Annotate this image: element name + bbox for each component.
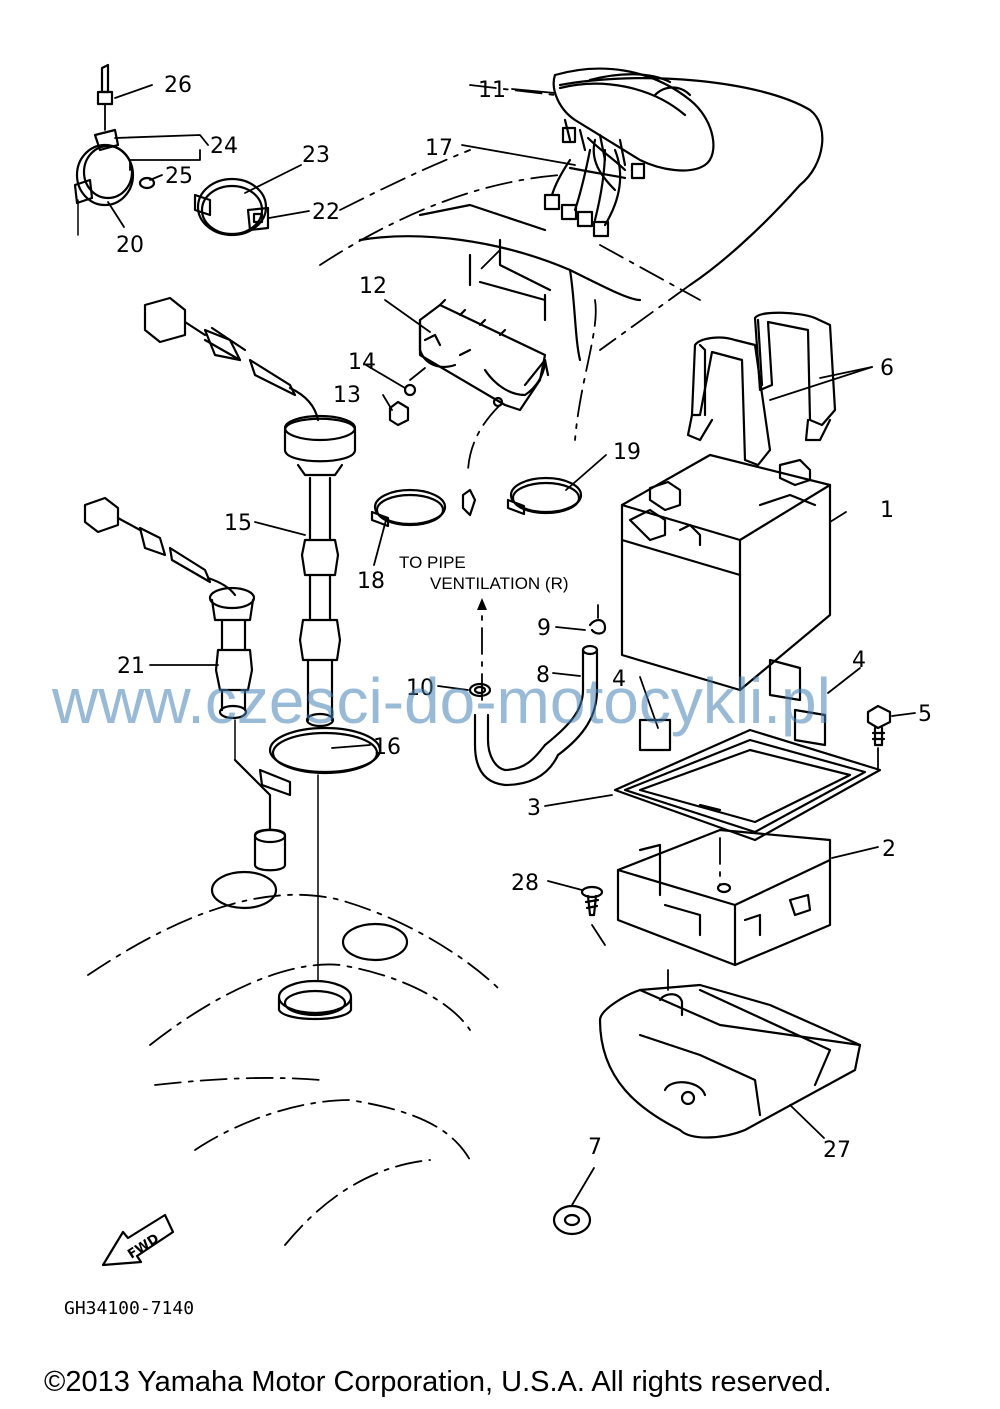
copyright-notice: ©2013 Yamaha Motor Corporation, U.S.A. A…: [44, 1366, 832, 1398]
callout-19: 19: [613, 440, 641, 465]
vent-note-line2: VENTILATION (R): [430, 574, 569, 593]
part-6-straps: [686, 311, 837, 467]
vent-guide-lines: [461, 404, 501, 517]
callout-8: 8: [536, 663, 550, 688]
hull-outline: [319, 73, 824, 441]
callout-17: 17: [425, 136, 453, 161]
callout-14: 14: [348, 350, 376, 375]
part-28-screw: [580, 885, 606, 946]
part-9-clip: [588, 604, 607, 635]
part-22-23-clamp: [193, 177, 270, 237]
callout-13: 13: [333, 383, 361, 408]
part-10-clamp: [468, 682, 492, 698]
callout-25: 25: [165, 164, 193, 189]
vent-note-line1: TO PIPE: [399, 553, 466, 572]
callout-22: 22: [312, 200, 340, 225]
part-5-bolt: [866, 704, 892, 769]
part-2-battery-box: [616, 828, 832, 967]
callout-5: 5: [918, 702, 932, 727]
callout-23: 23: [302, 143, 330, 168]
part-12-holder: [418, 298, 550, 412]
leader-lines: [107, 84, 916, 1206]
part-1-battery: [620, 453, 832, 692]
part-3-gasket: [613, 728, 882, 842]
callout-21: 21: [117, 654, 145, 679]
callout-28: 28: [511, 871, 539, 896]
callout-16: 16: [373, 735, 401, 760]
part-15-lead: [143, 296, 357, 728]
callout-24: 24: [210, 134, 238, 159]
part-16-clamp: [258, 726, 382, 981]
part-27-bracket: [598, 969, 862, 1139]
callout-3: 3: [527, 796, 541, 821]
part-21-sender: [83, 496, 272, 832]
part-18-clamp: [370, 488, 447, 528]
fwd-arrow-icon: [101, 1213, 175, 1267]
callout-7: 7: [588, 1135, 602, 1160]
callout-2: 2: [882, 837, 896, 862]
drawing-code: GH34100-7140: [64, 1298, 195, 1319]
callout-15: 15: [224, 511, 252, 536]
vent-note: TO PIPE VENTILATION (R): [399, 553, 569, 593]
part-20-24-25-26-clamp-set: [73, 63, 156, 236]
callout-10: 10: [406, 676, 434, 701]
callout-18: 18: [357, 569, 385, 594]
part-13-14-fasteners: [388, 367, 426, 427]
watermark-url: www.czesci-do-motocykli.pl: [52, 665, 831, 737]
callout-27: 27: [823, 1138, 851, 1163]
part-19-clamp: [506, 476, 583, 516]
callout-4b: 4: [852, 648, 866, 673]
callout-labels: 1 2 3 4 4 5 6 7 8 9 10 11 12 13 14 15 16…: [116, 73, 932, 1163]
callout-12: 12: [359, 274, 387, 299]
fuel-tank: [87, 828, 501, 1246]
part-4-pads: [638, 658, 827, 752]
part-7-grommet: [552, 1204, 592, 1236]
callout-9: 9: [537, 616, 551, 641]
callout-26: 26: [164, 73, 192, 98]
part-11-meter: [552, 67, 715, 192]
callout-11: 11: [478, 78, 506, 103]
callout-1: 1: [880, 498, 894, 523]
callout-6: 6: [880, 356, 894, 381]
callout-20: 20: [116, 233, 144, 258]
part-17-harness: [543, 148, 627, 238]
callout-4a: 4: [612, 667, 626, 692]
